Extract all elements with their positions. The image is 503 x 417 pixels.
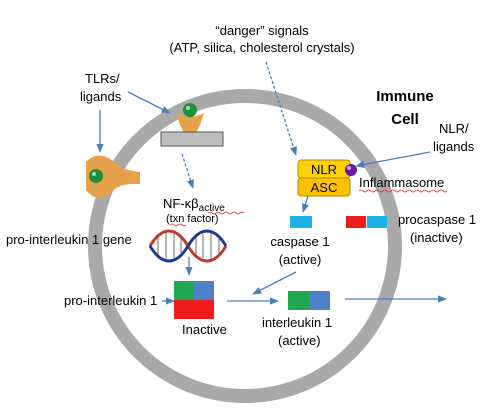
inflammasome-label: Inflammasome <box>359 175 444 190</box>
arrow-caspase-to-cleavage <box>252 271 297 295</box>
procaspase-label-1: procaspase 1 <box>398 212 476 227</box>
nlr-ligands-label-2: ligands <box>433 139 475 154</box>
inflammasome-spellcheck-underline <box>358 189 448 193</box>
procaspase-label-2: (inactive) <box>410 230 463 245</box>
arrow-receptor-to-nfkb <box>181 153 194 189</box>
asc-box <box>297 177 351 197</box>
pro-il1-gene-label: pro-interleukin 1 gene <box>6 232 132 247</box>
il1-green <box>288 291 309 310</box>
pro-il1-green <box>174 281 194 300</box>
il1-label-2: (active) <box>278 333 321 348</box>
immune-cell-label-2: Cell <box>391 111 419 128</box>
danger-signals-examples: (ATP, silica, cholesterol crystals) <box>169 40 354 55</box>
arrow-tlrs-to-receptor <box>127 91 171 114</box>
tlr-ligand-top <box>183 103 197 117</box>
procaspase-blue <box>367 216 387 228</box>
caspase-label-2: (active) <box>279 252 322 267</box>
txn-factor-label: (txn factor) <box>166 213 219 225</box>
tlr-ligand-left <box>89 169 103 183</box>
pro-il1-blue <box>194 281 214 300</box>
nfkb-spellcheck-underline <box>207 211 245 215</box>
nfkb-subscript: active <box>199 203 226 214</box>
arrow-nlr-ligands <box>355 151 431 169</box>
txn-spellcheck-underline <box>169 223 187 227</box>
membrane-bar <box>160 131 224 147</box>
dna-helix <box>148 229 228 263</box>
tlrs-label-2: ligands <box>80 89 122 104</box>
inflammasome-complex: NLR ASC <box>297 159 357 197</box>
caspase-block <box>290 216 312 228</box>
pro-il1-label: pro-interleukin 1 <box>64 293 157 308</box>
caspase-label-1: caspase 1 <box>270 234 329 249</box>
asc-box-label: ASC <box>311 180 338 195</box>
nlr-box-label: NLR <box>311 162 337 177</box>
membrane-tlr-receptor <box>176 103 204 145</box>
il1-label-1: interleukin 1 <box>262 315 332 330</box>
inflammasome-ball <box>345 164 357 176</box>
cell-membrane <box>88 89 402 403</box>
tlr-receptor-left <box>86 155 140 198</box>
nfkb-label: NF-κβactive <box>163 196 225 214</box>
il1-blue <box>309 291 330 310</box>
tlrs-label-1: TLRs/ <box>85 71 120 86</box>
inactive-label: Inactive <box>182 322 227 337</box>
immune-cell-label-1: Immune <box>376 88 434 105</box>
arrow-inflammasome-to-caspase <box>301 195 309 213</box>
nlr-ligands-label-1: NLR/ <box>439 121 469 136</box>
danger-signals-title: “danger” signals <box>215 23 309 38</box>
pro-il1-red <box>174 300 214 319</box>
arrow-danger-to-nlr <box>265 61 297 156</box>
procaspase-red <box>346 216 366 228</box>
